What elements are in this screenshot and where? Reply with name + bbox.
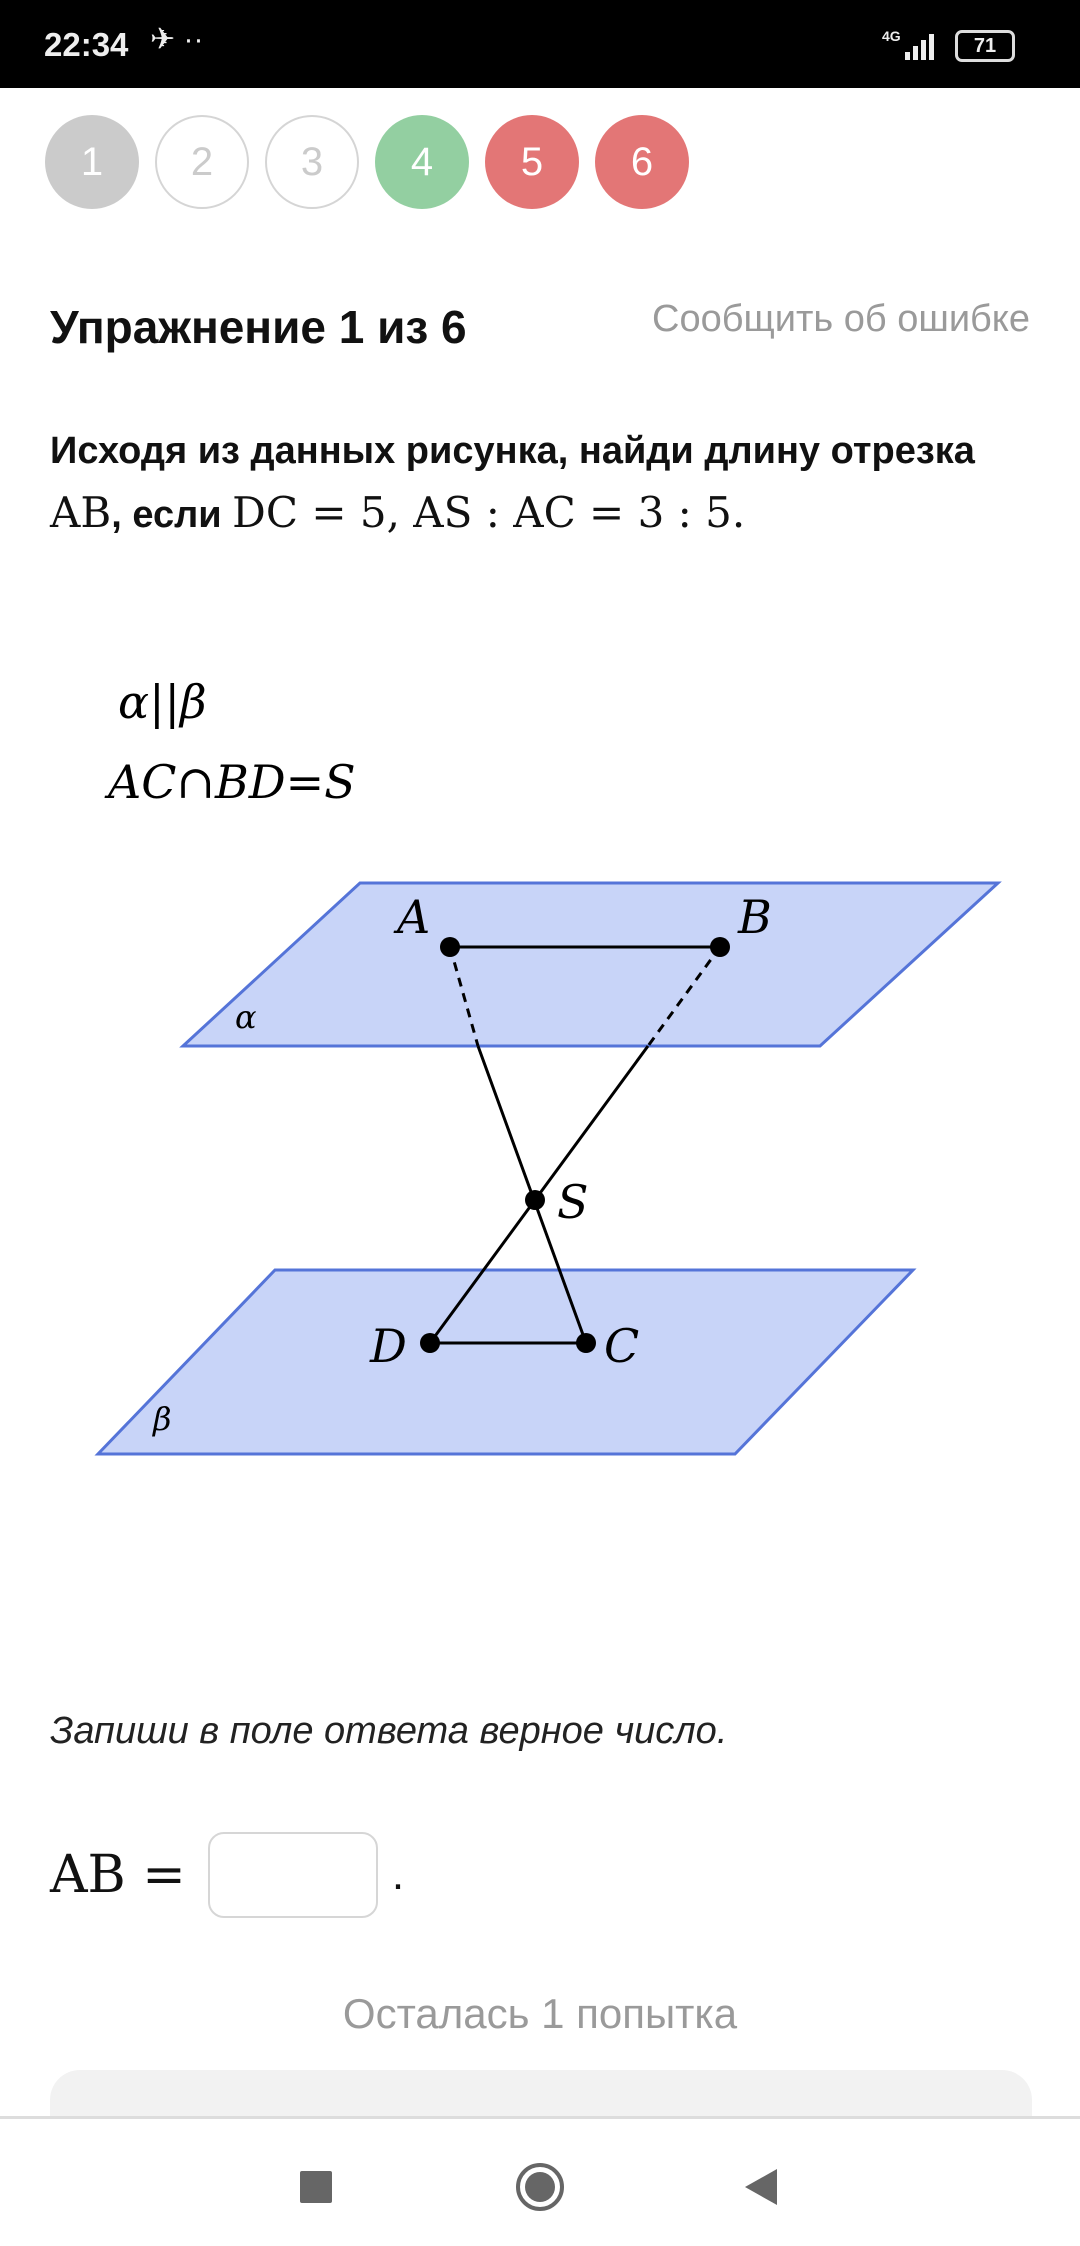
point-b	[710, 937, 730, 957]
answer-hint: Запиши в поле ответа верное число.	[50, 1710, 728, 1752]
signal-icon	[905, 32, 934, 60]
step-4[interactable]: 4	[375, 115, 469, 209]
label-d: D	[369, 1319, 407, 1373]
point-a	[440, 937, 460, 957]
recents-icon[interactable]	[300, 2171, 332, 2203]
given-intersection: AC∩BD=S	[104, 755, 356, 809]
clock: 22:34	[44, 26, 129, 63]
answer-row: AB = .	[50, 1832, 404, 1918]
step-6[interactable]: 6	[595, 115, 689, 209]
question-part2: , если	[111, 494, 233, 536]
plane-alpha	[179, 881, 1002, 1048]
label-alpha: α	[235, 998, 257, 1036]
question-text: Исходя из данных рисунка, найди длину от…	[50, 420, 1040, 546]
step-1[interactable]: 1	[45, 115, 139, 209]
segment-bs-hidden	[646, 946, 722, 1047]
answer-label: AB =	[50, 1845, 186, 1905]
label-s: S	[557, 1175, 589, 1229]
plane-beta	[94, 1268, 917, 1456]
status-bar: 22:34 ✈ ·· 4G 71	[0, 0, 1080, 88]
report-error-link[interactable]: Сообщить об ошибке	[652, 298, 1030, 340]
network-type: 4G	[882, 28, 901, 44]
step-2[interactable]: 2	[155, 115, 249, 209]
geometry-figure: α||β AC∩BD=S α β A B S D C	[94, 675, 1002, 1456]
question-condition: DC = 5, AS : AC = 3 : 5.	[232, 488, 746, 537]
question-part1: Исходя из данных рисунка, найди длину от…	[50, 430, 975, 472]
label-b: B	[737, 890, 772, 944]
system-nav-bar	[0, 2116, 1080, 2246]
answer-input[interactable]	[207, 1832, 378, 1918]
point-c	[576, 1333, 596, 1353]
given-parallel: α||β	[118, 675, 207, 729]
back-icon[interactable]	[745, 2169, 777, 2205]
question-segment: AB	[50, 488, 112, 537]
notification-icons: ✈ ··	[150, 23, 204, 56]
step-3[interactable]: 3	[265, 115, 359, 209]
step-5[interactable]: 5	[485, 115, 579, 209]
point-s	[525, 1190, 545, 1210]
exercise-title: Упражнение 1 из 6	[50, 301, 467, 353]
segment-as-hidden	[448, 946, 480, 1047]
attempts-remaining: Осталась 1 попытка	[342, 1990, 738, 2037]
point-d	[420, 1333, 440, 1353]
answer-suffix: .	[391, 1850, 405, 1899]
label-beta: β	[152, 1400, 172, 1438]
label-a: A	[393, 890, 430, 944]
exercise-steps: 1 2 3 4 5 6	[45, 115, 689, 209]
battery-icon: 71	[955, 30, 1015, 62]
label-c: C	[604, 1319, 639, 1373]
home-icon[interactable]	[516, 2163, 564, 2211]
